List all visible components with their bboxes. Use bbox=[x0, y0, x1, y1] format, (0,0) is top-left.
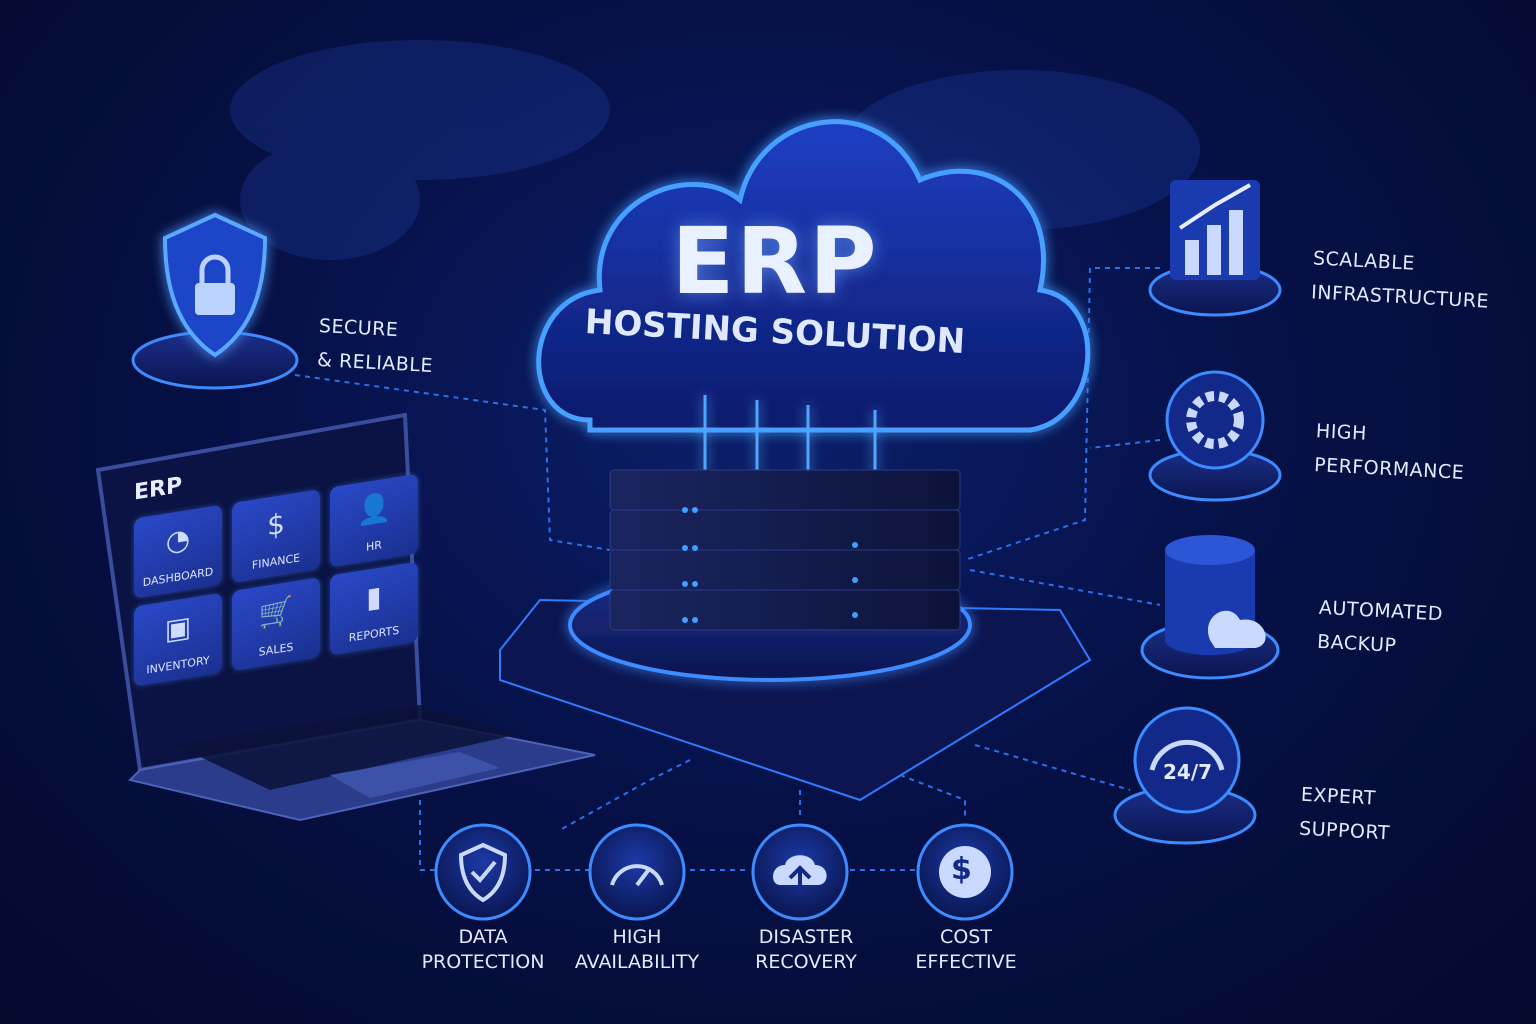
dollar-icon: $ bbox=[267, 506, 285, 543]
laptop-screen: ERP ◔ DASHBOARD $ FINANCE 👤 HR ▣ INVENTO… bbox=[100, 365, 420, 726]
database-cloud-icon bbox=[1140, 535, 1280, 680]
bottom-feature-availability: HIGH AVAILABILITY bbox=[552, 925, 722, 975]
feature-secure-reliable: SECURE & RELIABLE bbox=[316, 309, 435, 383]
feature-line: BACKUP bbox=[1316, 630, 1397, 657]
shield-lock-icon bbox=[131, 212, 299, 390]
feature-performance: HIGH PERFORMANCE bbox=[1313, 414, 1466, 490]
connector-lines bbox=[294, 267, 1161, 871]
tile-label: FINANCE bbox=[251, 551, 301, 572]
feature-line: & RELIABLE bbox=[316, 348, 434, 377]
headset-24-7-icon bbox=[1113, 706, 1257, 845]
tile-label: HR bbox=[366, 538, 382, 554]
tile-label: SALES bbox=[258, 640, 294, 659]
feature-line: AVAILABILITY bbox=[574, 951, 700, 973]
tile-label: DASHBOARD bbox=[142, 565, 214, 590]
feature-line: SUPPORT bbox=[1298, 817, 1391, 845]
tile-label: REPORTS bbox=[348, 623, 400, 645]
feature-backup: AUTOMATED BACKUP bbox=[1316, 591, 1444, 665]
bar-chart-icon: ▮ bbox=[366, 579, 382, 615]
pie-chart-icon: ◔ bbox=[165, 521, 191, 559]
box-icon: ▣ bbox=[164, 609, 192, 647]
cart-icon: 🛒 bbox=[258, 593, 294, 632]
bottom-feature-cost: COST EFFECTIVE bbox=[881, 925, 1051, 975]
shield-check-icon bbox=[434, 823, 532, 921]
feature-line: RECOVERY bbox=[755, 951, 857, 973]
laptop-screen-title: ERP bbox=[134, 472, 183, 506]
server-rack bbox=[609, 469, 961, 631]
speedometer-icon bbox=[588, 823, 686, 921]
feature-line: HIGH bbox=[612, 926, 662, 948]
tile-dashboard[interactable]: ◔ DASHBOARD bbox=[134, 504, 222, 599]
dollar-glyph: $ bbox=[951, 852, 972, 887]
tile-reports[interactable]: ▮ REPORTS bbox=[330, 561, 418, 656]
feature-support: EXPERT SUPPORT bbox=[1298, 778, 1392, 851]
growth-chart-icon bbox=[1148, 180, 1282, 317]
tile-hr[interactable]: 👤 HR bbox=[330, 473, 418, 568]
bottom-feature-recovery: DISASTER RECOVERY bbox=[721, 925, 891, 975]
person-icon: 👤 bbox=[356, 489, 392, 529]
tile-sales[interactable]: 🛒 SALES bbox=[232, 577, 320, 672]
feature-line: COST bbox=[940, 926, 992, 948]
tile-inventory[interactable]: ▣ INVENTORY bbox=[134, 592, 222, 687]
cloud-shape bbox=[536, 119, 1091, 433]
cloud-title: ERP bbox=[671, 208, 879, 315]
feature-line: PROTECTION bbox=[421, 951, 545, 973]
support-badge: 24/7 bbox=[1163, 760, 1213, 784]
feature-line: EFFECTIVE bbox=[915, 951, 1017, 973]
bottom-feature-data-protection: DATA PROTECTION bbox=[398, 925, 568, 975]
tile-label: INVENTORY bbox=[146, 653, 210, 677]
feature-line: EXPERT bbox=[1300, 783, 1377, 810]
gear-icon bbox=[1148, 370, 1282, 502]
feature-line: DATA bbox=[458, 926, 508, 948]
tile-finance[interactable]: $ FINANCE bbox=[232, 489, 320, 584]
feature-scalable: SCALABLE INFRASTRUCTURE bbox=[1310, 241, 1491, 318]
feature-line: DISASTER bbox=[758, 926, 854, 948]
